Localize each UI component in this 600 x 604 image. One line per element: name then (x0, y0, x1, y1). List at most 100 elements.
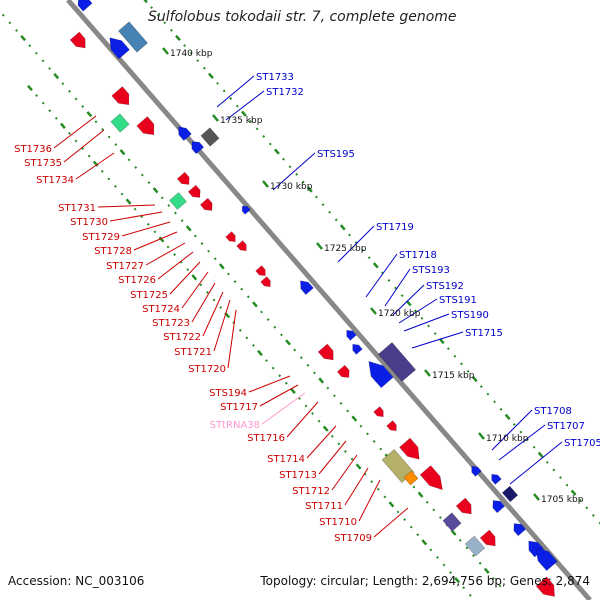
left-gene-labels: ST1736ST1735ST1734ST1731ST1730ST1729ST17… (14, 144, 372, 544)
forward-gene-arrow (176, 171, 190, 185)
tick-dot (8, 21, 12, 25)
label-callout-line (216, 75, 255, 108)
label-callout-line (202, 291, 224, 337)
kbp-tick-label: 1735 kbp (220, 116, 263, 126)
tick-dot (449, 571, 452, 574)
tick-dot (591, 514, 595, 517)
tick-dot (207, 249, 210, 253)
gene-label-st1720: ST1720 (188, 364, 226, 375)
tick-dot (15, 29, 18, 32)
tick-dot (206, 291, 209, 294)
tick-dot (454, 577, 461, 584)
tick-dot (180, 219, 184, 223)
gene-label-st1705: ST1705 (564, 438, 600, 449)
forward-gene-arrow (260, 276, 271, 288)
tick-dot (421, 539, 428, 546)
tick-dot (202, 66, 206, 70)
label-callout-line (53, 115, 97, 149)
tick-dot (252, 301, 258, 308)
forward-gene-arrow (336, 364, 350, 378)
tick-dot (355, 463, 362, 470)
tick-dot (191, 274, 198, 281)
gene-label-st1714: ST1714 (267, 454, 305, 465)
gene-label-st1718: ST1718 (399, 250, 437, 261)
tick-dot (174, 211, 177, 215)
tick-dot (143, 0, 148, 4)
tick-dot (271, 366, 275, 370)
tick-dot (438, 516, 442, 519)
kbp-tick-mark (478, 432, 485, 440)
tick-dot (120, 192, 124, 196)
label-callout-line (272, 152, 316, 191)
tick-dot (328, 210, 332, 214)
tick-dot (160, 196, 164, 200)
tick-dot (468, 593, 472, 597)
label-callout-line (213, 299, 231, 352)
tick-dot (114, 143, 118, 147)
reverse-gene-arrow (178, 126, 192, 142)
label-callout-line (225, 90, 265, 121)
gene-box-green (110, 113, 130, 133)
label-callout-line (344, 467, 369, 506)
label-callout-line (509, 441, 563, 485)
tick-dot (92, 160, 99, 167)
kbp-tick-label: 1725 kbp (324, 244, 367, 254)
gene-box-steel (118, 21, 148, 53)
tick-dot (229, 97, 233, 100)
gene-label-st1730: ST1730 (70, 217, 108, 228)
reverse-gene-arrow (492, 500, 506, 514)
tick-dot (483, 567, 490, 574)
tick-dot (167, 204, 171, 207)
tick-dot (146, 222, 150, 226)
reverse-gene-arrow (535, 547, 558, 572)
tick-dot (479, 385, 483, 388)
tick-dot (478, 561, 482, 565)
tick-dot (74, 97, 78, 101)
tick-dot (147, 181, 151, 185)
label-callout-line (337, 225, 375, 263)
tick-dot (321, 203, 325, 207)
tick-dot (334, 218, 338, 222)
tick-dot (315, 195, 318, 199)
tick-dot (284, 381, 288, 385)
gene-box-lightsteel (464, 535, 486, 557)
tick-dot (429, 548, 433, 552)
tick-dot (249, 119, 252, 123)
tick-dot (35, 94, 38, 97)
tick-dot (306, 186, 313, 193)
tick-dot (288, 165, 292, 169)
tick-dot (193, 234, 197, 238)
label-callout-line (157, 251, 194, 280)
label-callout-line (331, 454, 358, 491)
tick-dot (394, 286, 397, 290)
tick-dot (48, 67, 52, 70)
kbp-tick-label: 1730 kbp (270, 182, 313, 192)
tick-dot (156, 13, 160, 17)
tick-dot (351, 415, 358, 422)
gene-box-indigo (377, 342, 417, 382)
tick-dot (27, 84, 33, 92)
tick-dot (257, 349, 263, 357)
gene-label-st1710: ST1710 (319, 517, 357, 528)
tick-dot (376, 487, 380, 491)
tick-dot (318, 377, 325, 384)
tick-dot (245, 336, 249, 340)
forward-gene-arrow (479, 529, 496, 547)
label-callout-line (75, 152, 115, 180)
kbp-tick-label: 1720 kbp (378, 309, 421, 319)
kbp-tick-mark (533, 493, 540, 501)
label-callout-line (392, 284, 425, 316)
label-callout-line (133, 231, 178, 251)
reverse-gene-arrow (191, 141, 205, 155)
tick-dot (278, 374, 282, 378)
tick-dot (81, 105, 85, 108)
kbp-tick-label: 1710 kbp (486, 434, 529, 444)
gene-label-sts195: STS195 (317, 149, 355, 160)
tick-dot (416, 533, 420, 537)
tick-dot (1, 13, 5, 17)
label-callout-lines (53, 75, 563, 538)
tick-dot (337, 442, 341, 446)
tick-dot (235, 104, 239, 108)
